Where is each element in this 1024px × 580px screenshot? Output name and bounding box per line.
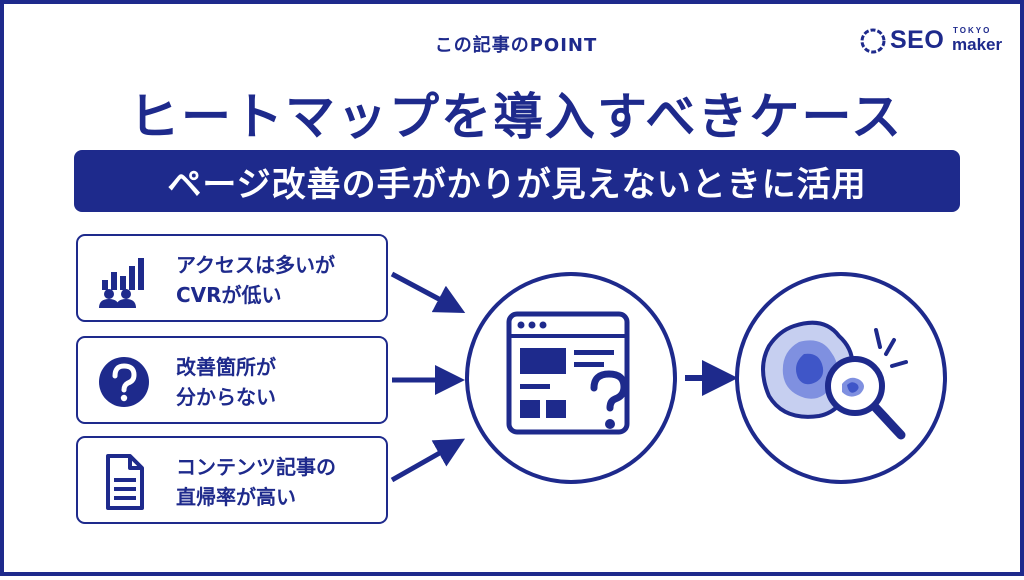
case-card-improvement: 改善箇所が 分からない (76, 336, 388, 424)
case-label: コンテンツ記事の 直帰率が高い (176, 452, 336, 512)
case-line-2: 分からない (176, 385, 276, 409)
case-label: アクセスは多いが CVRが低い (176, 250, 335, 310)
page-title: ヒートマップを導入すべきケース (129, 88, 903, 146)
question-icon (99, 357, 149, 407)
chart-people-icon (99, 258, 144, 308)
case-label: 改善箇所が 分からない (176, 352, 276, 412)
point-label: この記事のPOINT (434, 35, 598, 56)
flow-graphics (390, 271, 947, 484)
arrow-right-icon (390, 271, 466, 314)
logo-mark-icon (860, 28, 886, 54)
banner-text: ページ改善の手がかりが見えないときに活用 (167, 164, 867, 205)
case-line-1: 改善箇所が (176, 355, 276, 379)
webpage-question-icon (465, 272, 677, 484)
case-line-2: CVRが低い (176, 283, 282, 307)
heatmap-magnifier-icon (735, 272, 947, 484)
logo-text: SEO (890, 26, 945, 54)
case-card-bounce: コンテンツ記事の 直帰率が高い (76, 436, 388, 524)
case-line-1: アクセスは多いが (176, 253, 335, 277)
logo-sub-small: TOKYO (953, 26, 992, 35)
case-card-cvr: アクセスは多いが CVRが低い (76, 234, 388, 322)
subtitle-banner: ページ改善の手がかりが見えないときに活用 (74, 150, 960, 212)
case-line-2: 直帰率が高い (176, 485, 296, 509)
logo: SEO TOKYO maker (856, 20, 1006, 64)
document-icon (106, 454, 144, 510)
logo-sub-large: maker (952, 35, 1003, 54)
case-line-1: コンテンツ記事の (176, 455, 336, 479)
arrow-right-icon (390, 438, 466, 483)
